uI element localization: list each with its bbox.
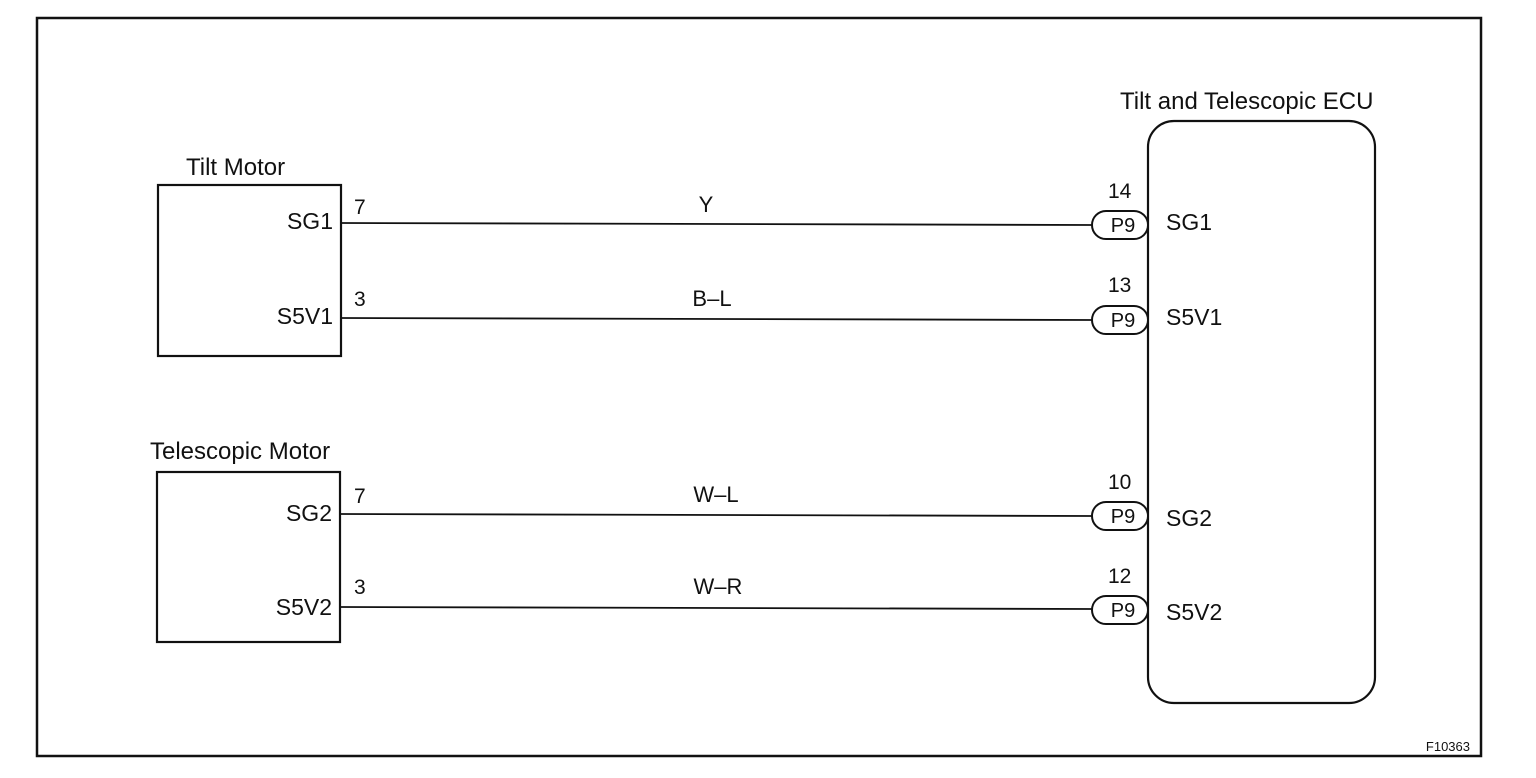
wire-color-code: Y [699,192,714,217]
connector-p9 [1091,501,1149,531]
connector-label: P9 [1111,600,1135,622]
ecu: Tilt and Telescopic ECU [1120,88,1377,705]
telescopic-motor-pin-s5v2-number: 3 [354,576,366,599]
telescopic-motor-box [155,470,342,644]
wire-color-code: B–L [692,286,731,311]
ecu-pin-number: 13 [1108,274,1131,297]
tilt-motor-pin-s5v1-name: S5V1 [277,303,333,329]
telescopic-motor-pin-sg2-number: 7 [354,485,366,508]
ecu-pin-name: S5V1 [1166,304,1222,330]
diagram-frame [35,16,1483,758]
wire-color-code: W–L [693,482,738,507]
ecu-pin-number: 14 [1108,180,1132,203]
ecu-pin-name: SG2 [1166,505,1212,531]
wire-line [339,606,1093,610]
wire-sg2: W–L P9 10 SG2 [339,471,1212,531]
wire-sg1: Y P9 14 SG1 [340,180,1212,240]
wire-s5v2: W–R P9 12 S5V2 [339,565,1222,625]
tilt-motor: Tilt Motor SG1 7 S5V1 3 [156,154,366,358]
connector-p9 [1091,595,1149,625]
wire-color-code: W–R [694,574,743,599]
connector-label: P9 [1111,310,1135,332]
wire-s5v1: B–L P9 13 S5V1 [340,274,1222,335]
tilt-motor-title: Tilt Motor [186,154,285,181]
ecu-pin-name: S5V2 [1166,599,1222,625]
figure-code: F10363 [1426,739,1470,754]
ecu-pin-name: SG1 [1166,209,1212,235]
telescopic-motor: Telescopic Motor SG2 7 S5V2 3 [150,438,366,644]
wire-line [340,222,1093,226]
tilt-motor-box [156,183,343,358]
ecu-box [1146,119,1377,705]
ecu-pin-number: 10 [1108,471,1131,494]
ecu-title: Tilt and Telescopic ECU [1120,88,1373,115]
telescopic-motor-pin-s5v2-name: S5V2 [276,594,332,620]
tilt-motor-pin-sg1-number: 7 [354,196,366,219]
connector-p9 [1091,305,1149,335]
tilt-motor-pin-sg1-name: SG1 [287,208,333,234]
connector-p9 [1091,210,1149,240]
wire-line [339,513,1093,517]
telescopic-motor-pin-sg2-name: SG2 [286,500,332,526]
telescopic-motor-title: Telescopic Motor [150,438,330,465]
connector-label: P9 [1111,506,1135,528]
ecu-pin-number: 12 [1108,565,1131,588]
connector-label: P9 [1111,215,1135,237]
wire-line [340,317,1093,321]
tilt-motor-pin-s5v1-number: 3 [354,288,366,311]
